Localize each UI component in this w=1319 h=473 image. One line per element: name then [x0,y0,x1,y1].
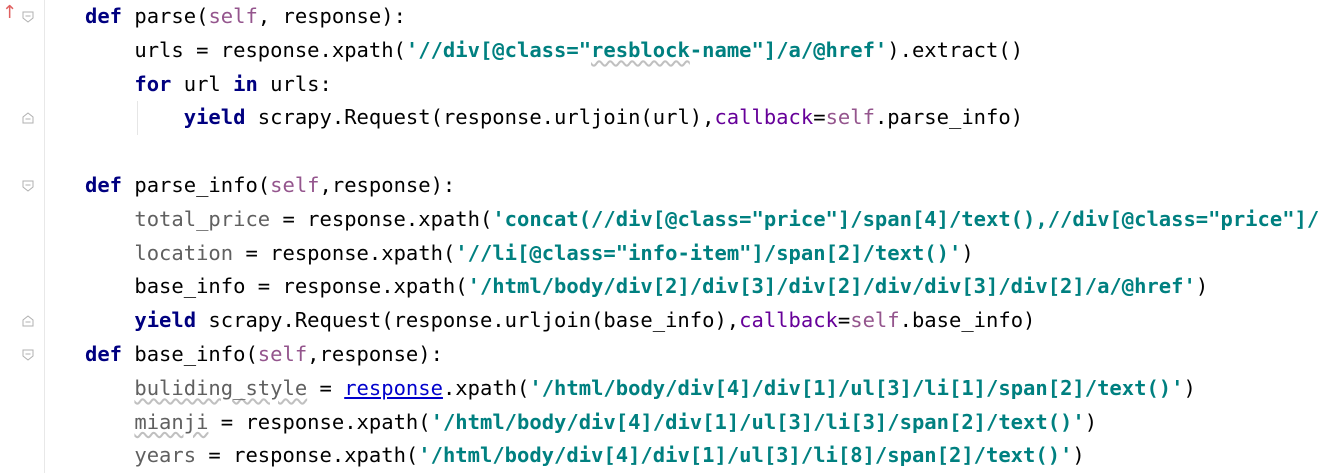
code-token: parse_info( [122,172,271,197]
code-token: self [825,105,875,130]
code-line[interactable]: base_info = response.xpath('/html/body/d… [85,270,1284,304]
code-token: = response.xpath( [233,240,456,265]
code-token: base_info( [122,341,258,366]
code-token: location [134,240,234,265]
editor-gutter[interactable]: ↑ [0,0,44,473]
indent-guide [137,101,138,135]
fold-close-icon[interactable] [21,314,35,328]
code-token: ) [1072,443,1085,468]
code-token: .base_info) [899,308,1036,333]
code-token: ) [1183,375,1196,400]
code-token: '//div[@class=" [405,37,592,62]
fold-close-icon[interactable] [21,111,35,125]
indent [85,207,134,231]
code-token: '/html/body/div[4]/div[1]/ul[3]/li[3]/sp… [430,409,1085,434]
code-token: urls = response.xpath( [134,37,406,62]
indent [85,274,134,298]
code-line[interactable]: years = response.xpath('/html/body/div[4… [85,439,1284,473]
code-line[interactable]: location = response.xpath('//li[@class="… [85,237,1284,271]
code-token: '//li[@class="info-item"]/span[2]/text()… [455,240,962,265]
code-token: total_price [134,206,271,231]
code-token: ).extract() [887,37,1024,62]
fold-open-icon[interactable] [21,179,35,193]
code-token: years [134,443,197,468]
code-token: 'concat(//div[@class="price"]/span[4]/te… [492,206,1319,231]
fold-open-icon[interactable] [21,10,35,24]
code-line[interactable]: for url in urls: [85,68,1284,102]
code-token: response [344,375,443,400]
code-line[interactable]: mianji = response.xpath('/html/body/div[… [85,406,1284,440]
code-line[interactable]: def parse_info(self,response): [85,169,1284,203]
fold-open-icon[interactable] [21,348,35,362]
code-line[interactable]: total_price = response.xpath('concat(//d… [85,203,1319,237]
code-token: scrapy.Request(response.urljoin(base_inf… [196,308,740,333]
indent [85,410,134,434]
code-line[interactable]: def parse(self, response): [85,0,1284,34]
code-token: self [257,341,308,366]
code-token: buliding_style [134,375,308,400]
code-token: ,response): [307,341,443,366]
code-token: = response.xpath( [196,443,419,468]
gutter-divider [44,0,45,473]
code-token: = response.xpath( [270,206,493,231]
code-token: scrapy.Request(response.urljoin(url), [245,105,715,130]
code-line[interactable]: def base_info(self,response): [85,338,1284,372]
code-token: , response): [257,4,406,28]
code-token: '/html/body/div[4]/div[1]/ul[3]/li[1]/sp… [529,375,1184,400]
code-token: url [171,71,234,96]
code-token: urls: [257,71,332,96]
code-line[interactable] [85,135,1284,169]
code-token: resblock [591,37,690,62]
indent [85,443,134,467]
code-line[interactable]: yield scrapy.Request(response.urljoin(ba… [85,304,1284,338]
code-token: for [134,71,172,96]
code-line[interactable]: buliding_style = response.xpath('/html/b… [85,372,1284,406]
code-token: callback [714,105,814,130]
code-token: ,response): [319,172,456,197]
code-token: ) [1084,409,1098,434]
code-token: self [208,4,258,28]
code-token: ) [961,240,974,265]
code-token: = response.xpath( [208,409,431,434]
code-token: .parse_info) [874,105,1024,130]
indent [85,105,184,129]
indent [85,308,134,332]
code-token: in [233,71,258,96]
indent [85,376,134,400]
code-token: = [813,105,826,130]
code-token: = [837,308,851,333]
code-token: self [270,172,320,197]
code-token: base_info = response.xpath( [134,274,468,299]
code-token: -name"]/a/@href' [689,37,888,62]
code-token: self [850,308,900,333]
indent [85,38,134,62]
code-line[interactable]: urls = response.xpath('//div[@class="res… [85,34,1284,68]
indent [85,241,134,265]
code-token: .xpath( [442,375,530,400]
code-token: yield [134,308,197,333]
code-line[interactable]: yield scrapy.Request(response.urljoin(ur… [85,101,1284,135]
code-token: '/html/body/div[2]/div[3]/div[2]/div/div… [467,274,1196,299]
code-area[interactable]: def parse(self, response): urls = respon… [85,0,1319,473]
code-token: = [307,375,345,400]
code-token: parse( [122,4,209,28]
code-token: callback [739,308,838,333]
code-token: def [85,341,123,366]
code-token: def [85,4,123,28]
up-arrow-icon[interactable]: ↑ [2,2,18,23]
code-token: '/html/body/div[4]/div[1]/ul[3]/li[8]/sp… [418,443,1073,468]
code-token: yield [183,105,246,130]
code-token: mianji [134,409,209,434]
code-token: def [85,172,123,197]
indent [85,72,134,96]
code-token: ) [1195,274,1209,299]
